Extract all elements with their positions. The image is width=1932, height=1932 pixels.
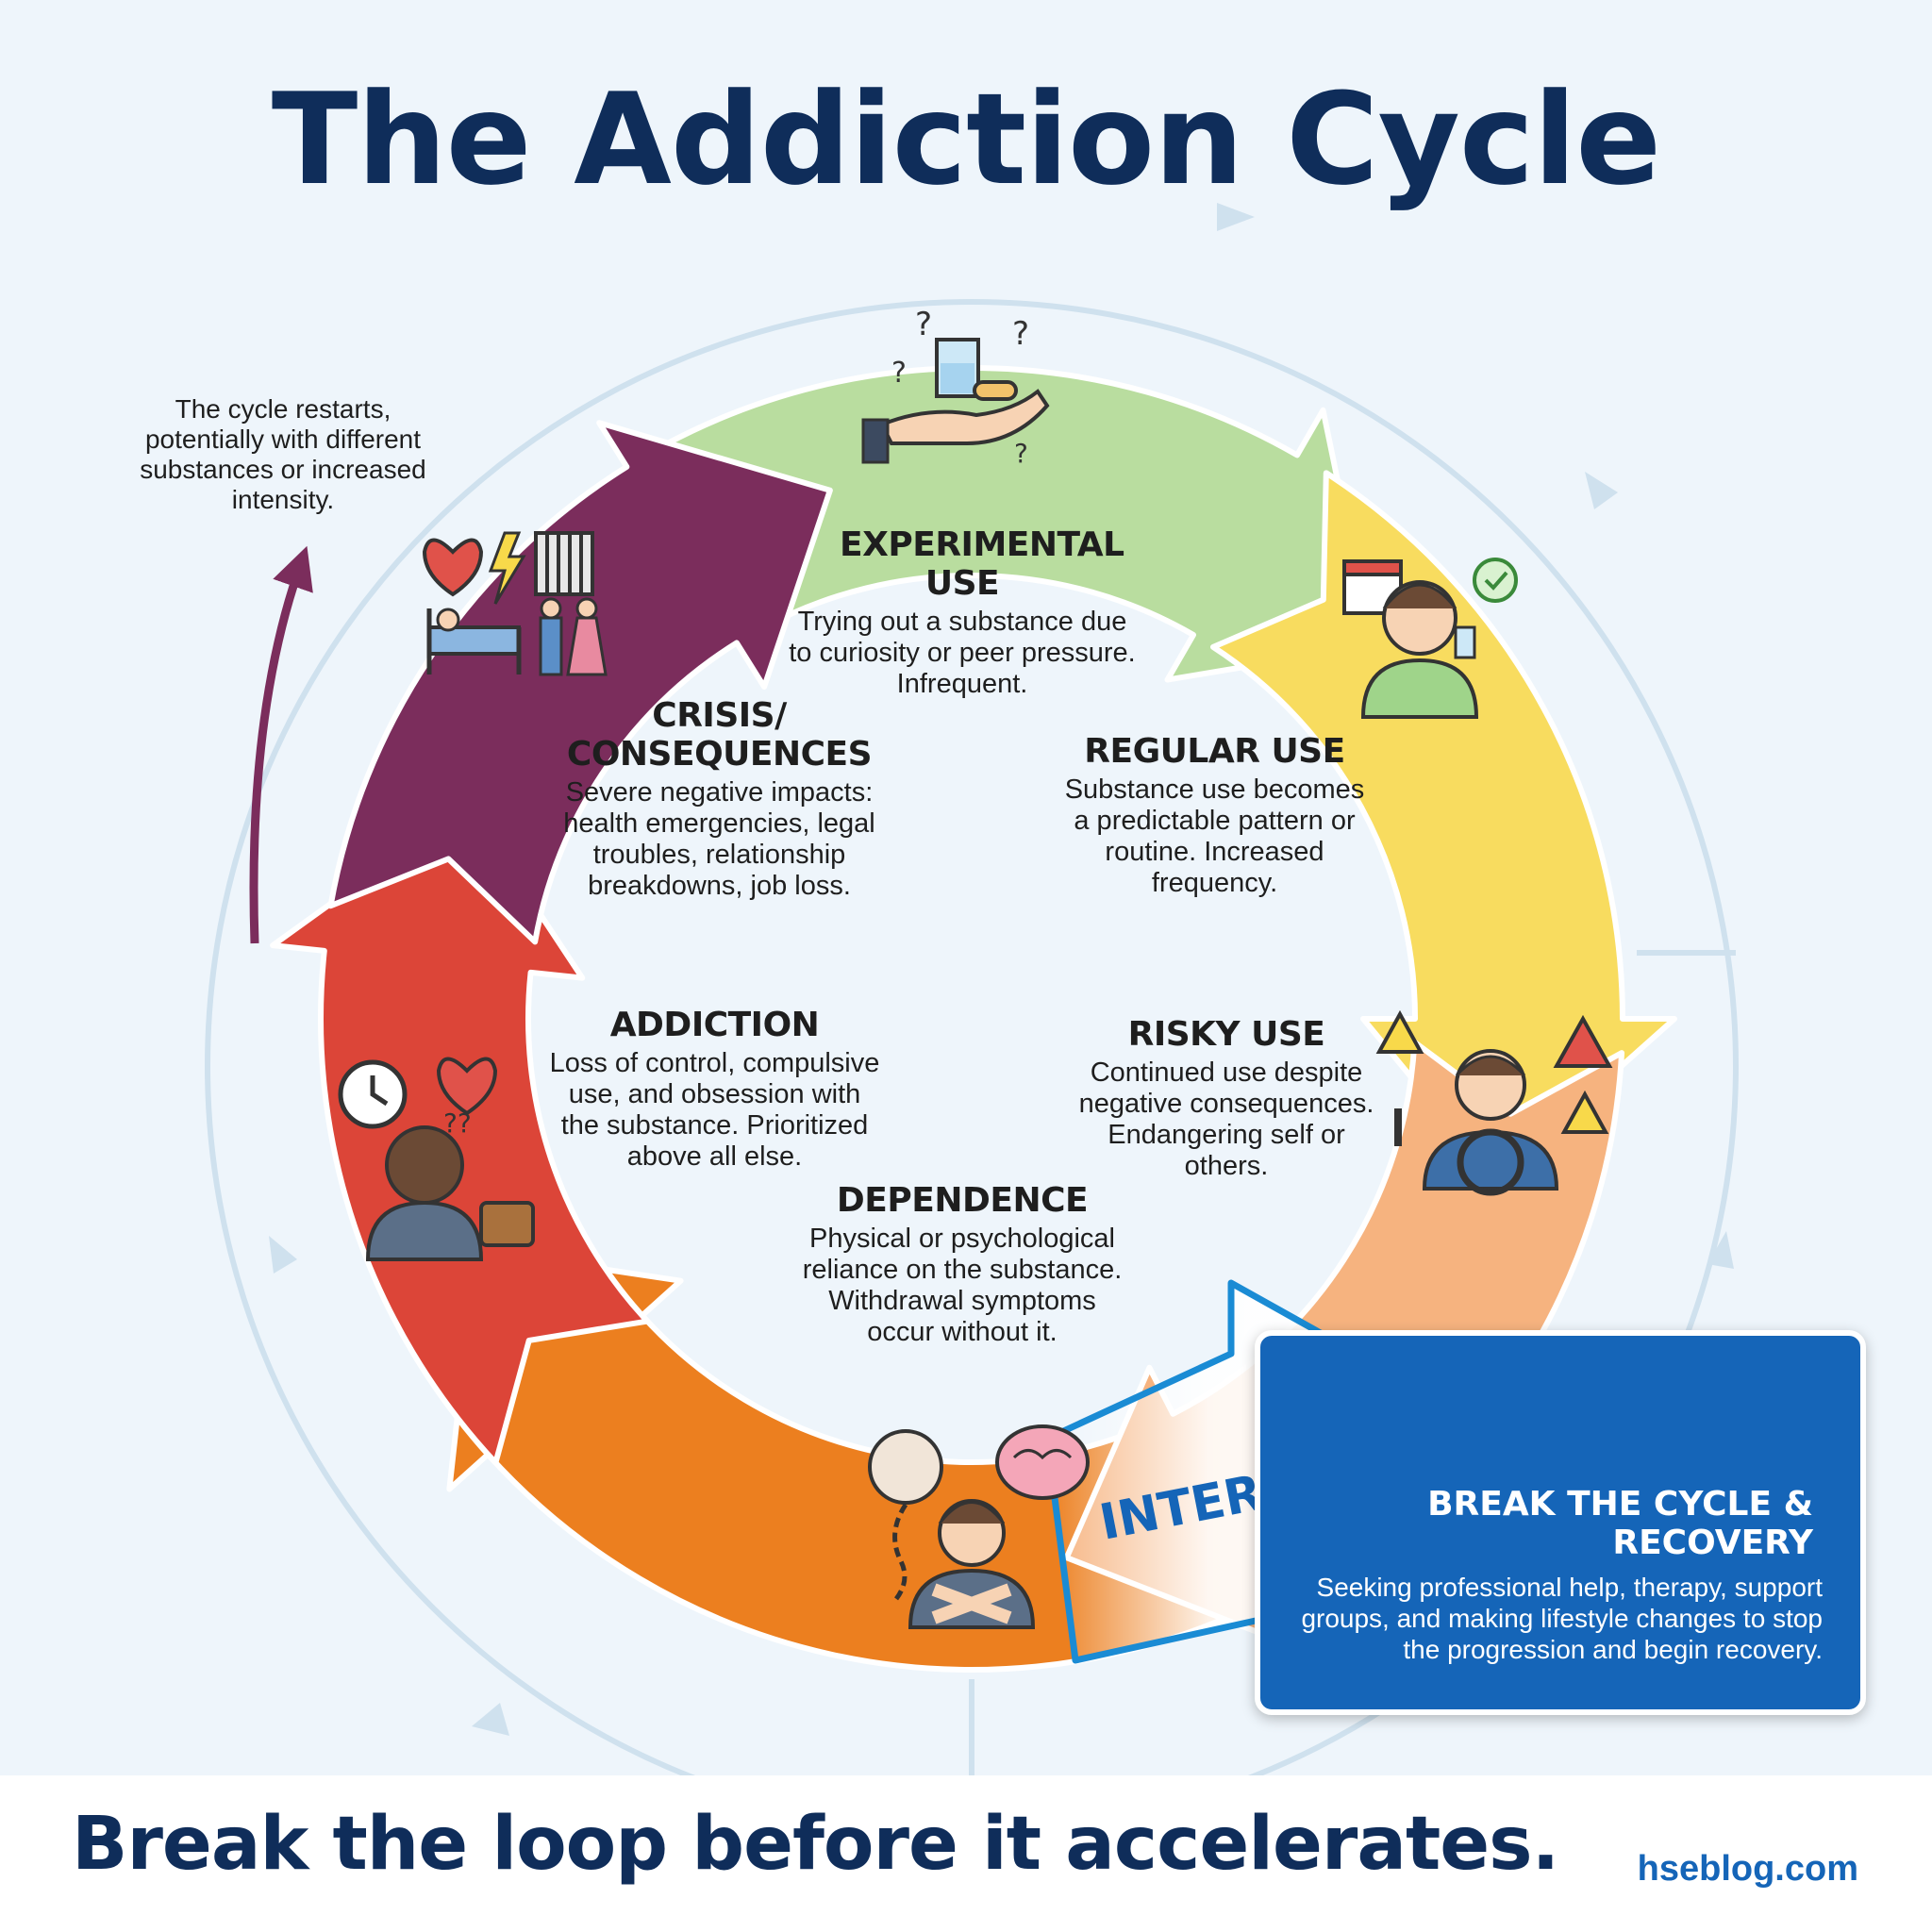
stage-heading: DEPENDENCE [836, 1181, 1089, 1220]
stage-description: Physical or psychological reliance on th… [802, 1224, 1123, 1347]
stage-addiction: ADDICTION Loss of control, compulsive us… [547, 1006, 882, 1173]
page-title: The Addiction Cycle [271, 66, 1661, 213]
stage-heading: REGULAR USE [1084, 732, 1345, 771]
recovery-heading: BREAK THE CYCLE & RECOVERY [1427, 1485, 1813, 1562]
cycle-arrow-crisis [327, 420, 833, 945]
hand-glass-pill-icon: ? ? ? ? [861, 306, 1050, 469]
recovery-description: Seeking professional help, therapy, supp… [1301, 1573, 1823, 1664]
stage-heading: EXPERIMENTAL USE [840, 525, 1124, 603]
stage-heading: RISKY USE [1127, 1015, 1325, 1054]
svg-text:?: ? [1012, 315, 1029, 353]
stage-risky: RISKY USE Continued use despite negative… [1075, 1015, 1377, 1182]
svg-text:??: ?? [443, 1108, 472, 1139]
stage-heading: ADDICTION [609, 1006, 820, 1044]
stage-regular: REGULAR USE Substance use becomes a pred… [1061, 732, 1368, 899]
stage-crisis: CRISIS/ CONSEQUENCES Severe negative imp… [561, 696, 877, 902]
cycle-arrow-addiction [270, 802, 651, 1466]
stage-description: Continued use despite negative consequen… [1078, 1058, 1374, 1181]
restart-note: The cycle restarts, potentially with dif… [140, 394, 426, 514]
stage-description: Substance use becomes a predictable patt… [1064, 774, 1365, 898]
tagline: Break the loop before it accelerates. [72, 1802, 1559, 1887]
chained-person-brain-icon [868, 1424, 1090, 1629]
cycle-arrow-experimental [663, 365, 1375, 683]
svg-text:?: ? [915, 306, 932, 343]
stage-experimental: EXPERIMENTAL USE Trying out a substance … [783, 525, 1141, 700]
person-drinking-calendar-icon [1342, 558, 1518, 719]
stage-heading: CRISIS/ CONSEQUENCES [566, 696, 873, 774]
stage-dependence: DEPENDENCE Physical or psychological rel… [802, 1181, 1123, 1348]
stage-description: Severe negative impacts: health emergenc… [563, 777, 875, 901]
stage-description: Loss of control, compulsive use, and obs… [549, 1048, 880, 1172]
svg-text:?: ? [891, 357, 907, 390]
site-link[interactable]: hseblog.com [1637, 1849, 1858, 1889]
stage-description: Trying out a substance due to curiosity … [789, 607, 1136, 699]
restart-arrow [249, 545, 313, 944]
footer: Break the loop before it accelerates. hs… [0, 1775, 1932, 1932]
recovery-panel: BREAK THE CYCLE & RECOVERY Seeking profe… [1255, 1330, 1866, 1715]
cycle-arrow-regular [1209, 470, 1677, 1182]
distressed-person-clock-icon: ?? [338, 1057, 535, 1261]
svg-text:?: ? [1014, 438, 1028, 469]
hospital-jail-heartbreak-icon [422, 531, 608, 676]
driver-warning-icon [1375, 1009, 1613, 1196]
